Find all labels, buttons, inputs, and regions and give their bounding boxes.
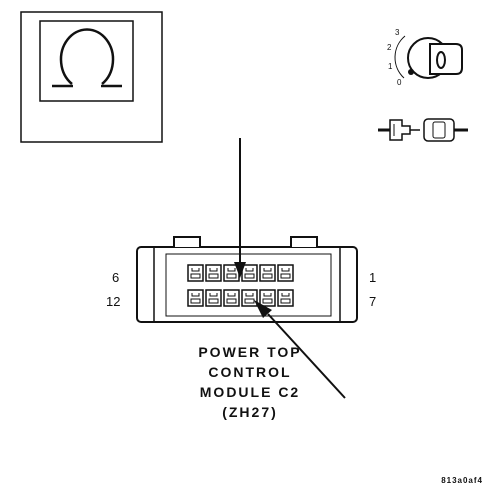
pin-label-1: 1 — [369, 270, 377, 285]
pin-cavity — [205, 264, 222, 282]
pin-cavity — [259, 289, 276, 307]
ignition-key-icon — [394, 35, 463, 79]
caption-line: CONTROL — [208, 364, 292, 380]
ohmmeter-icon — [20, 11, 163, 143]
pin-label-6: 6 — [112, 270, 120, 285]
pin-cavity — [259, 264, 276, 282]
ignition-position-2: 2 — [387, 43, 392, 52]
reference-code: 813a0af4 — [441, 476, 483, 485]
pin-label-7: 7 — [369, 294, 377, 309]
pin-cavity — [205, 289, 222, 307]
pin-label-12: 12 — [106, 294, 121, 309]
ignition-position-0: 0 — [397, 78, 402, 87]
ignition-position-3: 3 — [395, 28, 400, 37]
caption-line: POWER TOP — [198, 344, 302, 360]
caption-line: (ZH27) — [222, 404, 278, 420]
pin-cavity — [187, 289, 204, 307]
probe-arrow-bottom — [254, 300, 346, 399]
connector-caption: POWER TOP CONTROL MODULE C2 (ZH27) — [150, 342, 350, 422]
pin-cavity — [241, 264, 258, 282]
pin-cavity — [223, 289, 240, 307]
pin-cavity — [187, 264, 204, 282]
pin-cavity — [241, 289, 258, 307]
pin-cavity — [277, 264, 294, 282]
connector-disconnected-icon — [378, 118, 468, 142]
probe-arrow-top — [234, 138, 246, 278]
caption-line: MODULE C2 — [199, 384, 301, 400]
ignition-position-1: 1 — [388, 62, 393, 71]
pin-cavity — [277, 289, 294, 307]
connector-pins-bottom-row — [187, 289, 294, 307]
connector-pins-top-row — [187, 264, 294, 282]
